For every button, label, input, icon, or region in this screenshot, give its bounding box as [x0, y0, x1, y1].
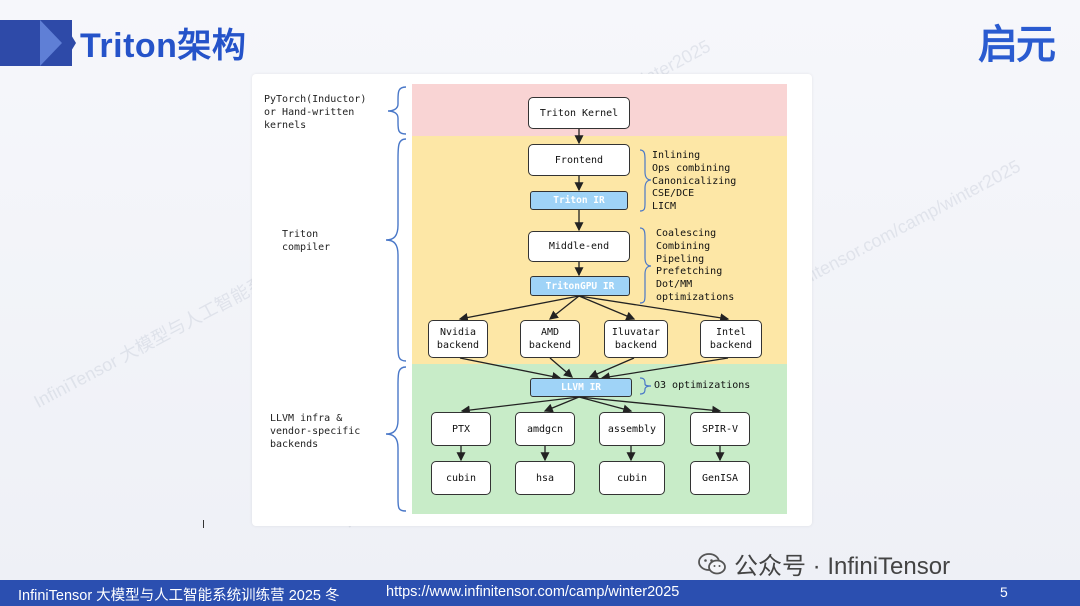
ir-llvm: LLVM IR: [530, 378, 632, 397]
footer-url[interactable]: https://www.infinitensor.com/camp/winter…: [386, 584, 680, 600]
note-item: Dot/MM: [656, 279, 693, 291]
frontend-notes: Inlining Ops combining Canonicalizing CS…: [652, 150, 736, 214]
label-llvm: LLVM infra & vendor-specific backends: [270, 413, 361, 450]
node-intel-backend: Intel backend: [700, 320, 762, 358]
note-item: Combining: [656, 240, 711, 252]
node-frontend: Frontend: [528, 144, 630, 176]
node-assembly: assembly: [599, 412, 665, 446]
node-middle-end: Middle-end: [528, 231, 630, 262]
note-item: Canonicalizing: [652, 175, 737, 187]
note-item: Pipeling: [656, 253, 705, 265]
node-spirv: SPIR-V: [690, 412, 750, 446]
middle-end-notes: Coalescing Combining Pipeling Prefetchin…: [656, 228, 734, 305]
note-item: CSE/DCE: [652, 188, 695, 200]
node-nvidia-backend: Nvidia backend: [428, 320, 488, 358]
footer-bar: [0, 580, 1080, 606]
note-item: Ops combining: [652, 162, 731, 174]
note-item: Prefetching: [656, 266, 723, 278]
wechat-label: 公众号 · InfiniTensor: [734, 553, 951, 580]
node-iluvatar-backend: Iluvatar backend: [604, 320, 668, 358]
ir-tritongpu: TritonGPU IR: [530, 276, 630, 296]
text-cursor: [203, 520, 204, 528]
label-compiler: Triton compiler: [282, 229, 331, 253]
slide-title: Triton架构: [80, 27, 247, 65]
wechat-icon: [698, 552, 726, 575]
note-item: Coalescing: [656, 228, 717, 239]
ir-triton: Triton IR: [530, 191, 628, 210]
footer-course-title: InfiniTensor 大模型与人工智能系统训练营 2025 冬: [18, 588, 340, 604]
note-item: optimizations: [656, 291, 735, 303]
label-input: PyTorch(Inductor) or Hand-written kernel…: [264, 94, 367, 131]
note-item: O3 optimizations: [654, 380, 751, 391]
title-chevron-icon: [40, 20, 62, 66]
node-amdgcn: amdgcn: [515, 412, 575, 446]
node-ptx: PTX: [431, 412, 491, 446]
node-cubin-iluvatar: cubin: [599, 461, 665, 495]
note-item: Inlining: [652, 150, 701, 161]
node-triton-kernel: Triton Kernel: [528, 97, 630, 129]
node-genisa: GenISA: [690, 461, 750, 495]
node-hsa: hsa: [515, 461, 575, 495]
note-item: LICM: [652, 201, 677, 213]
brand-logo: 启元: [978, 22, 1056, 68]
node-cubin-nvidia: cubin: [431, 461, 491, 495]
llvm-notes: O3 optimizations: [654, 380, 750, 393]
node-amd-backend: AMD backend: [520, 320, 580, 358]
page-number: 5: [1000, 584, 1008, 600]
wechat-account: 公众号 · InfiniTensor: [698, 546, 950, 581]
title-chevron-tail: [62, 20, 76, 66]
